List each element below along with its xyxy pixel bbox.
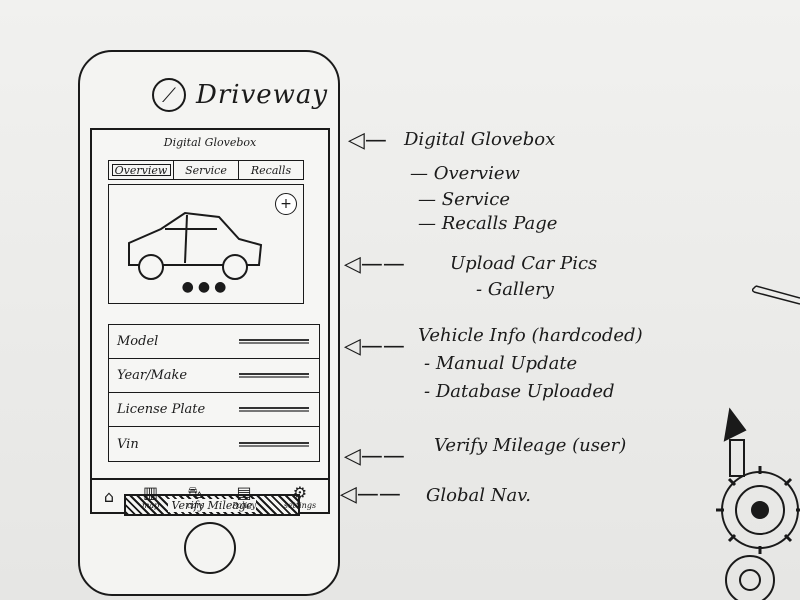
annotation-service: — Service [418,189,510,210]
annotation-glovebox: Digital Glovebox [404,129,556,150]
vehicle-info-row[interactable]: License Plate [109,393,319,427]
field-label: Year/Make [117,368,188,383]
home-icon: ⌂ [103,487,115,506]
phone-frame: ⟋ Driveway Digital Glovebox Overview Ser… [78,50,340,596]
app-screen: Digital Glovebox Overview Service Recall… [90,128,330,516]
nav-item-map[interactable]: ▥ map [141,482,160,510]
car-illustration [128,211,263,280]
tab-overview[interactable]: Overview [109,161,174,179]
nav-item-cars[interactable]: ⛍ cars [187,482,205,510]
gear-sketch [716,407,800,600]
vehicle-info-row[interactable]: Vin [109,427,319,461]
global-nav-bar: ⌂ ▥ map ⛍ cars ▤ Policy ⚙ settings [90,478,330,514]
annotation-manual: - Manual Update [424,353,578,374]
annotation-nav: Global Nav. [426,485,531,506]
add-photo-icon[interactable]: + [275,193,297,215]
nav-item-policy[interactable]: ▤ Policy [232,482,257,510]
field-label: License Plate [117,402,206,417]
car-photo-gallery[interactable]: + ●●● [108,184,304,304]
field-label: Model [117,334,159,349]
annotation-arrow-icon: ◁—— [340,482,401,507]
tab-recalls[interactable]: Recalls [250,163,292,177]
glovebox-tabs: Overview Service Recalls [108,160,304,180]
app-name: Driveway [196,80,329,110]
app-header: ⟋ Driveway [152,78,328,112]
field-value-placeholder [239,407,309,412]
annotation-arrow-icon: ◁—— [344,444,405,469]
tab-service[interactable]: Service [174,161,239,179]
policy-icon: ▤ [236,482,252,502]
field-label: Vin [117,436,139,452]
field-value-placeholder [239,441,309,447]
phone-home-button[interactable] [184,522,236,574]
map-icon: ▥ [143,482,159,502]
annotation-vehicle: Vehicle Info (hardcoded) [418,325,643,346]
nav-item-settings[interactable]: ⚙ settings [283,482,317,510]
verify-mileage-button[interactable]: Verify Mileage [124,494,300,516]
annotation-upload: Upload Car Pics [450,253,598,274]
vehicle-info-row[interactable]: Model [109,325,319,359]
annotation-verify: Verify Mileage (user) [434,435,627,456]
car-icon: ⛍ [187,482,204,502]
glovebox-title: Digital Glovebox [163,136,257,149]
settings-icon: ⚙ [292,482,308,502]
field-value-placeholder [239,339,309,344]
annotation-arrow-icon: ◁—— [344,334,405,359]
nav-item-home[interactable]: ⌂ [104,489,114,505]
field-value-placeholder [239,373,309,378]
annotation-recalls: — Recalls Page [418,213,558,234]
annotation-arrow-icon: ◁—— [344,252,405,277]
app-logo-icon: ⟋ [152,78,186,112]
annotation-gallery: - Gallery [476,279,554,300]
gallery-pagination-dots[interactable]: ●●● [181,279,231,295]
vehicle-info-row[interactable]: Year/Make [109,359,319,393]
verify-mileage-label: Verify Mileage [167,498,257,512]
annotation-arrow-icon: ◁— [348,128,387,153]
annotation-overview: — Overview [410,163,520,184]
annotation-database: - Database Uploaded [424,381,615,402]
pencil-sketch [752,285,800,305]
vehicle-info-list: Model Year/Make License Plate Vin [108,324,320,462]
